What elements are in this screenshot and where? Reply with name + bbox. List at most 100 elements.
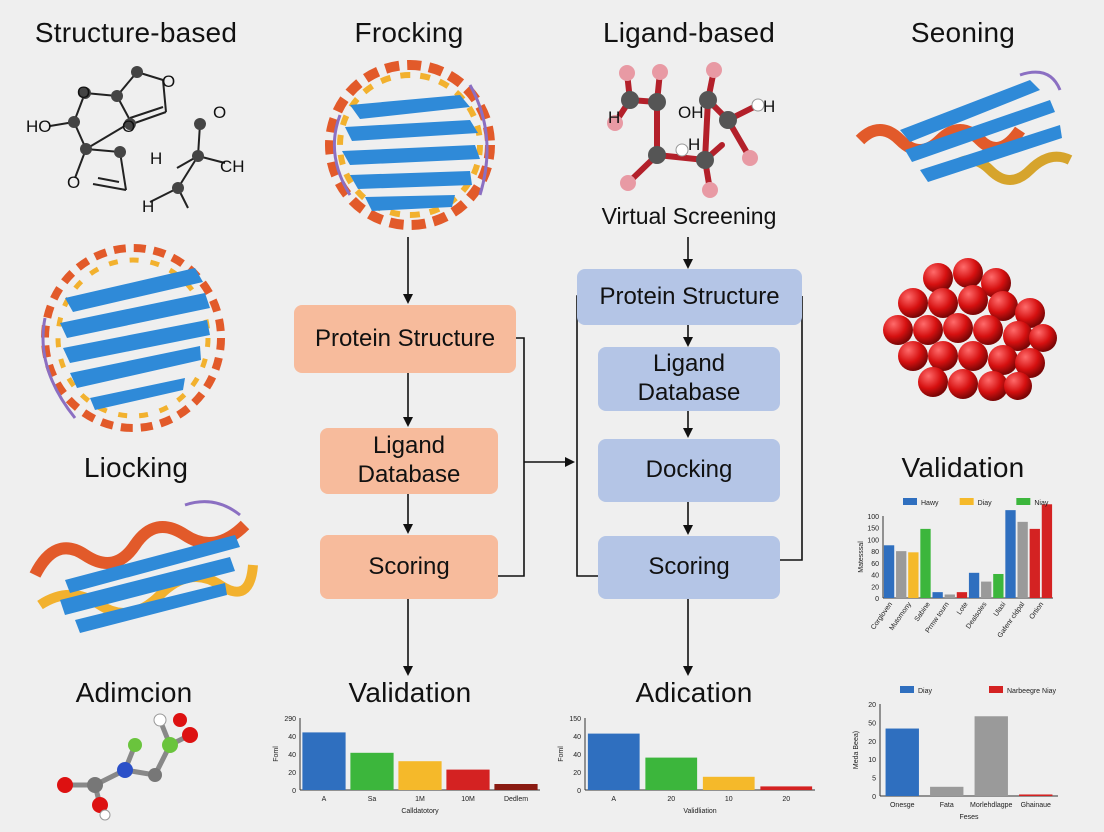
heading-adimcion: Adimcion [75,677,193,708]
heading-validation-center: Validation [348,677,472,708]
x-axis-label: Validliation [683,808,716,815]
right-flow-scoring: Scoring [598,536,780,599]
y-tick-label: 50 [868,720,876,727]
right-flow-scoring-label: Scoring [648,553,730,581]
legend-swatch [959,498,974,505]
bar [932,592,943,598]
right-flow-protein-structure: Protein Structure [577,269,802,325]
y-tick-label: 0 [292,788,296,795]
bar [446,769,490,790]
x-tick-label: Ortion [1029,601,1046,621]
bar [302,732,346,790]
bar [974,716,1008,796]
left-flow-ligand-database-line2: Database [357,461,461,488]
protein-globe-illustration [325,60,495,230]
heading-adication: Adication [635,677,753,708]
x-tick-label: 1M [415,796,425,803]
y-tick-label: 150 [569,716,581,723]
y-tick-label: 100 [867,537,879,544]
right-flow-docking-label: Docking [645,456,733,484]
y-tick-label: 0 [875,596,879,603]
x-tick-label: A [611,796,616,803]
bar [1005,510,1016,598]
protein-sheet-illustration-seoning [855,70,1073,185]
atom-label: OH [678,103,704,122]
atom-label: H [142,197,154,216]
heading-seoning: Seoning [910,17,1016,48]
legend-label: Diay [978,500,993,507]
atom-label: O [213,103,226,122]
y-tick-label: 20 [868,739,876,746]
y-tick-label: 100 [867,514,879,521]
heading-virtual-screening: Virtual Screening [601,203,777,229]
protein-sheet-illustration-left [41,244,225,432]
y-tick-label: 5 [872,776,876,783]
y-axis-label: Meda Beea) [853,731,860,769]
x-tick-label: 20 [667,796,675,803]
bar [896,551,907,598]
bar [760,786,813,790]
x-tick-label: Lote [956,601,970,616]
y-axis-label: Foml [273,746,280,762]
x-tick-label: Ghainaue [1021,802,1051,809]
right-flow-docking: Docking [598,439,780,502]
legend-swatch [989,686,1003,693]
x-tick-label: Ulasi [993,601,1008,618]
bar [956,592,968,598]
x-tick-label: A [322,796,327,803]
heading-liocking: Liocking [83,452,189,483]
x-tick-label: 20 [782,796,790,803]
x-axis-label: Feses [959,814,979,821]
atom-label: H [150,149,162,168]
bar [702,776,755,790]
heading-validation-right: Validation [901,452,1025,483]
left-flow-ligand-database-line1: Ligand [372,432,446,460]
bar [883,545,895,598]
bar [398,761,442,790]
atom-label: O [122,117,135,136]
legend-swatch [900,686,914,693]
x-tick-label: Onesge [890,802,915,809]
heading-frocking: Frocking [354,17,464,48]
bar [920,528,931,598]
y-tick-label: 60 [871,561,879,568]
bar [494,784,538,790]
y-tick-label: 20 [868,702,876,709]
y-tick-label: 20 [573,770,581,777]
y-tick-label: 10 [868,757,876,764]
right-flow-protein-structure-label: Protein Structure [599,282,780,310]
x-tick-label: Sa [368,796,377,803]
right-flow-ligand-database: Ligand Database [598,347,780,411]
atom-label: O [77,83,90,102]
y-tick-label: 40 [871,573,879,580]
x-tick-label: 10M [461,796,475,803]
x-axis-label: Calldatotory [401,808,439,815]
heading-structure-based: Structure-based [34,17,238,48]
y-tick-label: 150 [867,526,879,533]
x-tick-label: Dedlem [504,796,528,803]
y-axis-label: Foml [558,746,565,762]
bar [908,552,919,598]
right-flow-ligand-database-line2: Database [637,379,741,406]
left-flow-ligand-database: Ligand Database [320,428,498,494]
bar [930,786,964,796]
heading-ligand-based: Ligand-based [602,17,776,48]
left-flow-scoring-label: Scoring [368,552,450,580]
atom-label: CH [220,157,245,176]
left-flow-protein-structure-label: Protein Structure [314,324,496,352]
bar [1019,794,1053,796]
ligand-molecule-illustration: H OH H H [607,62,775,198]
atom-label: O [162,72,175,91]
bar [944,594,955,598]
x-tick-label: Morlehdlagpe [970,802,1013,809]
y-tick-label: 20 [288,770,296,777]
y-tick-label: 290 [284,716,296,723]
right-validation-chart: 020406080100150100MatesssalCorglovenMuto… [858,498,1053,639]
y-tick-label: 40 [573,734,581,741]
bar [350,752,394,790]
x-tick-label: 10 [725,796,733,803]
